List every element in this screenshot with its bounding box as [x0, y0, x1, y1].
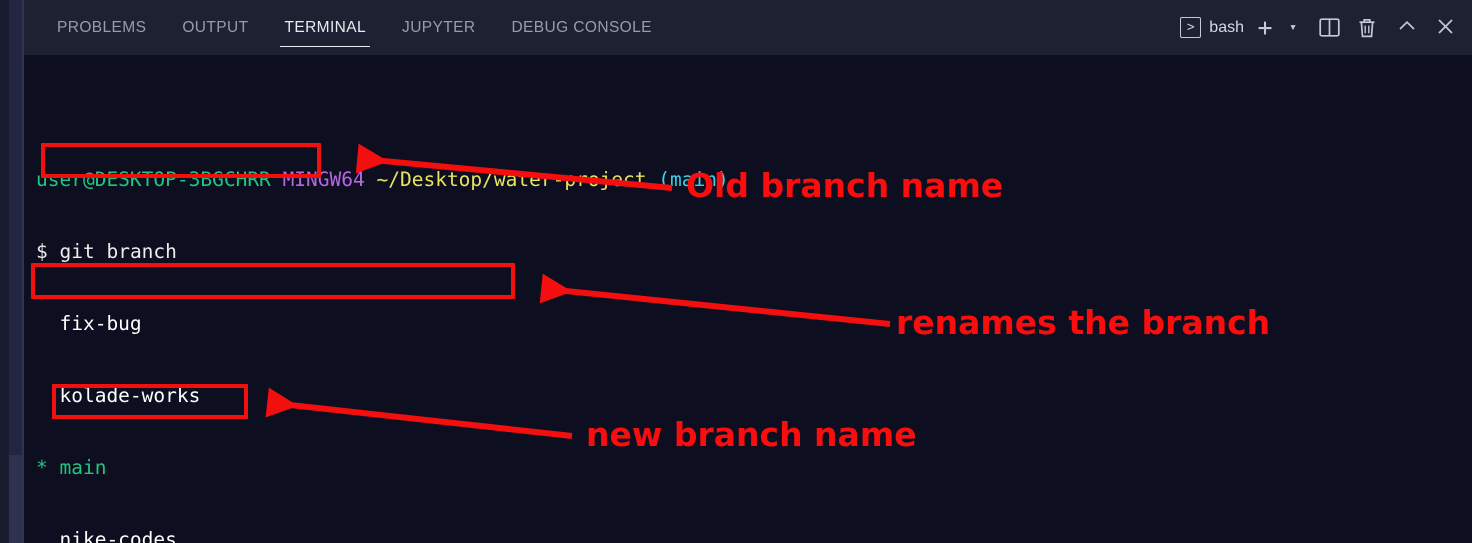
terminal-icon: >: [1180, 17, 1202, 38]
tab-debug-console-label: DEBUG CONSOLE: [511, 18, 652, 36]
command-text: git branch: [59, 240, 177, 263]
new-terminal-button[interactable]: +: [1252, 13, 1278, 43]
tab-jupyter[interactable]: JUPYTER: [384, 0, 493, 55]
prompt-user-host: user@DESKTOP-3BGCHRR: [36, 168, 271, 191]
branch-list-item: fix-bug: [36, 312, 142, 335]
prompt-line: user@DESKTOP-3BGCHRR MINGW64 ~/Desktop/w…: [24, 168, 1472, 192]
prompt-symbol: $: [36, 240, 48, 263]
panel-left-border: [22, 0, 24, 543]
panel-tab-list: PROBLEMS OUTPUT TERMINAL JUPYTER DEBUG C…: [39, 0, 670, 55]
tab-terminal-label: TERMINAL: [284, 18, 367, 36]
panel-actions: > bash + ▾: [1178, 0, 1472, 55]
tab-terminal[interactable]: TERMINAL: [266, 0, 384, 55]
split-editor-icon: [1318, 18, 1340, 37]
active-terminal-selector[interactable]: > bash: [1178, 13, 1250, 43]
tab-output[interactable]: OUTPUT: [164, 0, 266, 55]
branch-list-item-current: * main: [36, 456, 107, 479]
kill-terminal-button[interactable]: [1354, 13, 1380, 43]
close-panel-button[interactable]: [1432, 13, 1458, 43]
activity-bar-strip: [9, 0, 23, 543]
tab-output-label: OUTPUT: [182, 18, 249, 36]
prompt-path: ~/Desktop/water-project: [376, 168, 647, 191]
branch-list-item-kolade-works: kolade-works: [36, 384, 201, 407]
terminal-output[interactable]: user@DESKTOP-3BGCHRR MINGW64 ~/Desktop/w…: [24, 55, 1472, 543]
new-terminal-dropdown-button[interactable]: ▾: [1280, 13, 1306, 43]
chevron-up-icon: [1398, 19, 1416, 36]
maximize-panel-button[interactable]: [1394, 13, 1420, 43]
plus-icon: +: [1257, 13, 1273, 42]
prompt-git-branch: (main): [658, 168, 729, 191]
branch-list-item: nike-codes: [36, 528, 177, 543]
tab-debug-console[interactable]: DEBUG CONSOLE: [493, 0, 669, 55]
tab-jupyter-label: JUPYTER: [402, 18, 476, 36]
prompt-shell-env: MINGW64: [282, 168, 365, 191]
chevron-down-icon: ▾: [1289, 20, 1297, 35]
minimap-scroll-strip[interactable]: [9, 455, 23, 543]
tab-problems[interactable]: PROBLEMS: [39, 0, 164, 55]
tab-problems-label: PROBLEMS: [57, 18, 147, 36]
split-terminal-button[interactable]: [1316, 13, 1342, 43]
panel-header: PROBLEMS OUTPUT TERMINAL JUPYTER DEBUG C…: [24, 0, 1472, 55]
command-line: $ git branch: [24, 240, 1472, 264]
close-icon: [1436, 17, 1455, 39]
window-left-edge: [0, 0, 9, 543]
active-terminal-label: bash: [1209, 18, 1244, 36]
trash-icon: [1357, 17, 1377, 39]
